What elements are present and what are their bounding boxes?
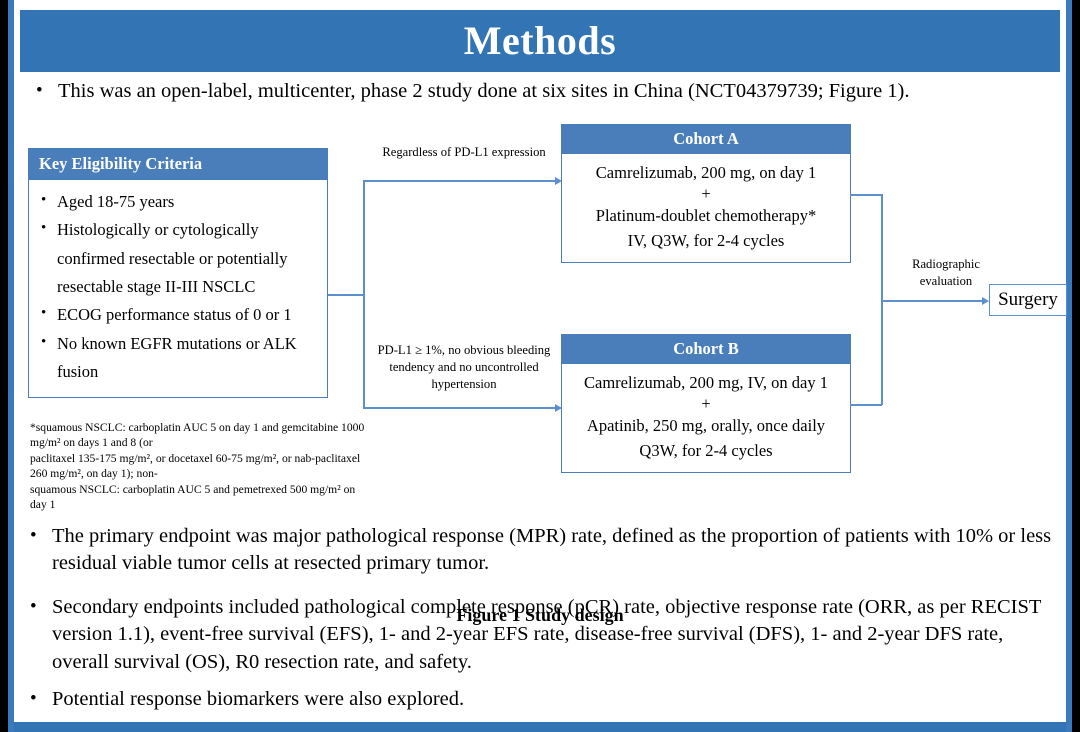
bullet-secondary-endpoints-text: Secondary endpoints included pathologica… [52, 596, 1042, 673]
cohort-b-line-1: Camrelizumab, 200 mg, IV, on day 1 [584, 372, 828, 392]
footnote-line-0: *squamous NSCLC: carboplatin AUC 5 on da… [30, 421, 365, 450]
arrowhead-cohort-a [555, 176, 562, 185]
footnote-line-2: squamous NSCLC: carboplatin AUC 5 and pe… [30, 482, 356, 512]
figure-footnote: *squamous NSCLC: carboplatin AUC 5 on da… [30, 420, 365, 512]
cohort-b-header: Cohort B [562, 335, 850, 364]
branch-label-cohort-a: Regardless of PD-L1 expression [382, 145, 546, 159]
connector-to-cohort-a [363, 180, 559, 182]
surgery-box: Surgery [989, 284, 1067, 316]
connector-trunk-down [363, 294, 365, 408]
list-item: • ECOG performance status of 0 or 1 [35, 301, 321, 329]
arrowhead-surgery [982, 296, 989, 305]
branch-label-surgery: Radiographic evaluation [912, 257, 980, 288]
cohort-a-line-3: IV, Q3W, for 2-4 cycles [627, 230, 785, 250]
connector-to-cohort-b [363, 407, 559, 409]
bullet-marker: • [36, 80, 43, 101]
connector-trunk-stub [328, 294, 364, 296]
slide: Methods • This was an open-label, multic… [8, 0, 1072, 732]
figure-caption: Figure 1 Study design [456, 605, 624, 625]
bullet-intro-text: This was an open-label, multicenter, pha… [58, 80, 910, 102]
eligibility-item-1: Histologically or cytologically confirme… [57, 220, 288, 297]
footnote-line-1: paclitaxel 135-175 mg/m², or docetaxel 6… [30, 451, 361, 481]
connector-from-cohort-a [850, 194, 882, 196]
bullet-marker: • [30, 596, 37, 617]
list-item: • Aged 18-75 years [35, 188, 321, 216]
connector-to-surgery [881, 300, 987, 302]
study-design-figure: Key Eligibility Criteria • Aged 18-75 ye… [14, 118, 1067, 625]
bullet-marker: • [41, 305, 47, 322]
cohort-b-body: Camrelizumab, 200 mg, IV, on day 1 + Apa… [562, 364, 850, 472]
bullet-primary-endpoint: • The primary endpoint was major patholo… [26, 523, 1056, 578]
eligibility-header: Key Eligibility Criteria [29, 149, 327, 180]
eligibility-item-0: Aged 18-75 years [57, 191, 175, 211]
slide-content: Methods • This was an open-label, multic… [14, 0, 1067, 732]
bullet-secondary-endpoints: • Secondary endpoints included pathologi… [26, 594, 1058, 676]
cohort-b-line-3: Q3W, for 2-4 cycles [639, 440, 773, 460]
bullet-intro: • This was an open-label, multicenter, p… [32, 78, 1052, 105]
bullet-marker: • [30, 688, 37, 709]
cohort-a-body: Camrelizumab, 200 mg, on day 1 + Platinu… [562, 154, 850, 262]
eligibility-criteria-box: Key Eligibility Criteria • Aged 18-75 ye… [28, 148, 328, 398]
eligibility-item-3: No known EGFR mutations or ALK fusion [57, 333, 297, 382]
eligibility-list: • Aged 18-75 years • Histologically or c… [29, 180, 327, 397]
cohort-b-line-2: Apatinib, 250 mg, orally, once daily [586, 416, 826, 436]
connector-merge-vertical [881, 194, 883, 405]
connector-trunk-up [363, 180, 365, 296]
page-title: Methods [463, 18, 617, 63]
bottom-accent-bar [14, 722, 1066, 732]
branch-label-cohort-b: PD-L1 ≥ 1%, no obvious bleeding tendency… [377, 343, 551, 391]
bullet-biomarkers-text: Potential response biomarkers were also … [52, 688, 465, 710]
list-item: • Histologically or cytologically confir… [35, 216, 321, 301]
bullet-marker: • [41, 191, 47, 208]
bullet-marker: • [41, 333, 47, 350]
cohort-a-line-2: Platinum-doublet chemotherapy* [595, 206, 817, 226]
list-item: • No known EGFR mutations or ALK fusion [35, 330, 321, 387]
cohort-a-box: Cohort A Camrelizumab, 200 mg, on day 1 … [561, 124, 851, 264]
cohort-b-plus: + [701, 394, 711, 414]
slide-title-banner: Methods [20, 10, 1060, 72]
bullet-marker: • [41, 220, 47, 237]
surgery-label: Surgery [998, 289, 1058, 310]
bullet-primary-endpoint-text: The primary endpoint was major pathologi… [52, 525, 1052, 575]
cohort-a-plus: + [701, 184, 711, 204]
connector-from-cohort-b [850, 404, 882, 406]
bullet-marker: • [30, 525, 37, 546]
arrowhead-cohort-b [555, 403, 562, 412]
cohort-a-line-1: Camrelizumab, 200 mg, on day 1 [595, 162, 817, 182]
cohort-b-box: Cohort B Camrelizumab, 200 mg, IV, on da… [561, 334, 851, 474]
eligibility-item-2: ECOG performance status of 0 or 1 [57, 305, 292, 325]
bullet-biomarkers: • Potential response biomarkers were als… [26, 686, 826, 713]
cohort-a-header: Cohort A [562, 125, 850, 154]
